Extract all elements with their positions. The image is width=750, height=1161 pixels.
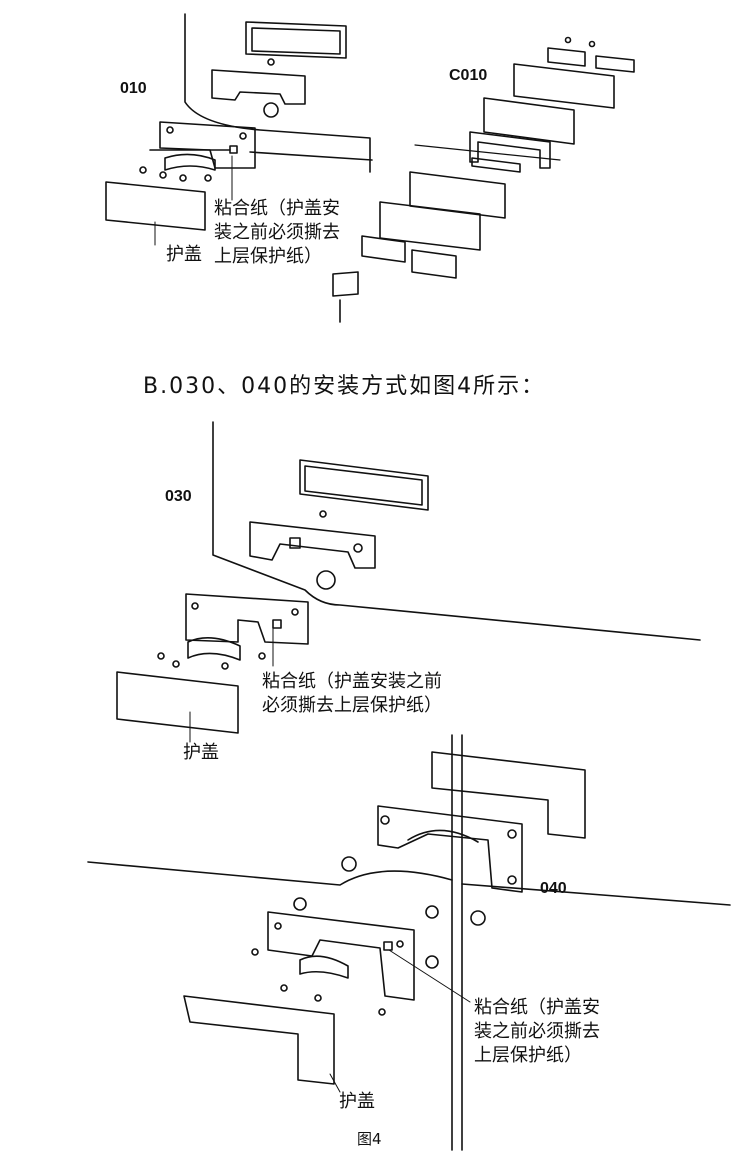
bottom-bracket xyxy=(165,154,215,170)
model-label-030: 030 xyxy=(165,488,192,505)
model-label-040: 040 xyxy=(540,880,567,897)
adhesive-note-040-line3: 上层保护纸） xyxy=(474,1045,582,1066)
adhesive-note-030-line2: 必须撕去上层保护纸） xyxy=(262,695,442,716)
adhesive-note-040-line1: 粘合纸（护盖安 xyxy=(474,997,600,1018)
adhesive-note-010-line3: 上层保护纸） xyxy=(214,246,322,267)
model-label-c010: C010 xyxy=(449,67,488,84)
adhesive-note-010-line1: 粘合纸（护盖安 xyxy=(214,198,340,219)
patch-base-plate xyxy=(160,122,255,168)
clamp-plate xyxy=(250,522,375,568)
vertical-glass-edge xyxy=(452,735,462,1150)
exploded-view-010 xyxy=(106,14,372,245)
wall-line xyxy=(415,145,560,160)
adhesive-note-030-line1: 粘合纸（护盖安装之前 xyxy=(262,671,442,692)
clamp-plate xyxy=(212,70,305,104)
plate-6 xyxy=(362,236,405,262)
plate-2 xyxy=(484,98,574,144)
pivot-bushing xyxy=(317,571,335,589)
patch-base-plate xyxy=(268,912,414,1000)
cover-label-030: 护盖 xyxy=(183,742,219,763)
plate-3 xyxy=(472,158,520,172)
patch-base-plate xyxy=(186,594,308,644)
glass-panel-outline xyxy=(213,422,700,640)
plate-5 xyxy=(380,202,480,250)
cover-label-010: 护盖 xyxy=(166,244,202,265)
top-cover-l xyxy=(432,752,585,838)
bottom-bracket xyxy=(300,956,348,978)
pivot-pin xyxy=(333,272,358,296)
plate-4 xyxy=(410,172,505,218)
cover-plate-010 xyxy=(106,182,205,230)
screw-icon xyxy=(268,59,274,65)
plate-1 xyxy=(514,64,614,108)
exploded-view-c010 xyxy=(333,38,634,323)
section-b-caption: B.030、040的安装方式如图4所示： xyxy=(143,374,546,399)
cover-plate-030 xyxy=(117,672,238,733)
cover-plate-040 xyxy=(184,996,334,1084)
exploded-view-030 xyxy=(117,422,700,742)
cover-label-040: 护盖 xyxy=(339,1091,375,1112)
adhesive-note-010-line2: 装之前必须撕去 xyxy=(214,222,340,243)
adhesive-pad xyxy=(230,146,237,153)
plate-7 xyxy=(412,250,456,278)
adhesive-note-040-line2: 装之前必须撕去 xyxy=(474,1021,600,1042)
top-cover-plate xyxy=(246,22,346,58)
bottom-bracket xyxy=(188,638,240,660)
horizontal-glass-edge xyxy=(88,862,730,905)
figure-caption: 图4 xyxy=(357,1130,382,1148)
clamp-plate xyxy=(378,806,522,892)
exploded-view-040 xyxy=(88,735,730,1150)
model-label-010: 010 xyxy=(120,80,147,97)
pivot-bushing xyxy=(264,103,278,117)
glass-panel-outline xyxy=(185,14,370,172)
top-cover-plate xyxy=(300,460,428,510)
